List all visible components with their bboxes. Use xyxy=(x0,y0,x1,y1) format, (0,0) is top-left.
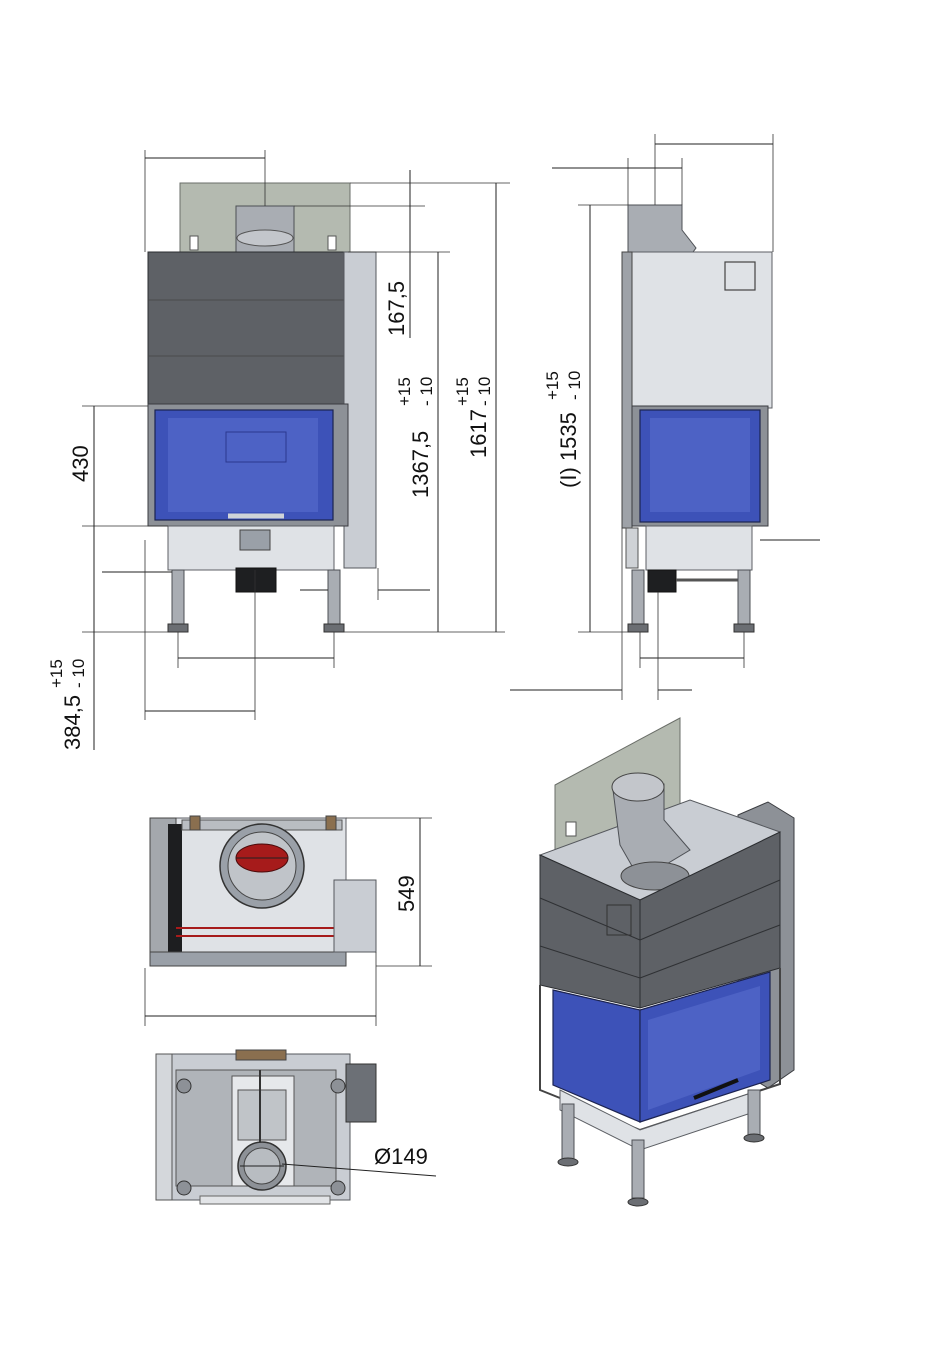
dim-1617-tol-minus: - 10 xyxy=(475,377,494,406)
side-view xyxy=(622,205,772,632)
front-view xyxy=(148,183,376,632)
dim-1535-tol-minus: - 10 xyxy=(565,371,584,400)
dim-384-5-tol-minus: - 10 xyxy=(69,659,88,688)
dim-1367-5-tol-plus: +15 xyxy=(395,377,414,406)
dim-1617: 1617 xyxy=(466,409,491,458)
dim-384-5-tol-plus: +15 xyxy=(47,659,66,688)
iso-leg-2 xyxy=(632,1140,644,1198)
side-leg-left xyxy=(632,570,644,626)
side-body xyxy=(624,252,772,408)
front-upper-body xyxy=(148,252,348,406)
dim-1367-5: 1367,5 xyxy=(408,431,433,498)
dim-1535: (I) 1535 xyxy=(556,412,581,488)
iso-leg-1 xyxy=(562,1104,574,1160)
top-view xyxy=(150,816,376,966)
side-leg-right xyxy=(738,570,750,626)
front-air-intake xyxy=(236,568,276,592)
side-air-intake xyxy=(648,570,676,592)
dim-1367-5-tol-minus: - 10 xyxy=(417,377,436,406)
side-flue xyxy=(628,205,696,256)
dim-384-5: 384,5 xyxy=(60,695,85,750)
dim-1535-tol-plus: +15 xyxy=(543,371,562,400)
iso-leg-3 xyxy=(748,1090,760,1136)
dim-1617-tol-plus: +15 xyxy=(453,377,472,406)
front-side-column xyxy=(344,252,376,568)
bottom-view xyxy=(156,1050,376,1204)
dim-549: 549 xyxy=(394,875,419,912)
top-side-box xyxy=(334,880,376,952)
dim-167-5: 167,5 xyxy=(384,281,409,336)
front-leg-right xyxy=(328,570,340,626)
front-leg-left xyxy=(172,570,184,626)
dim-430: 430 xyxy=(68,445,93,482)
isometric-view xyxy=(540,718,794,1206)
dim-diameter-149: Ø149 xyxy=(374,1144,428,1169)
side-lower-box xyxy=(646,526,752,570)
